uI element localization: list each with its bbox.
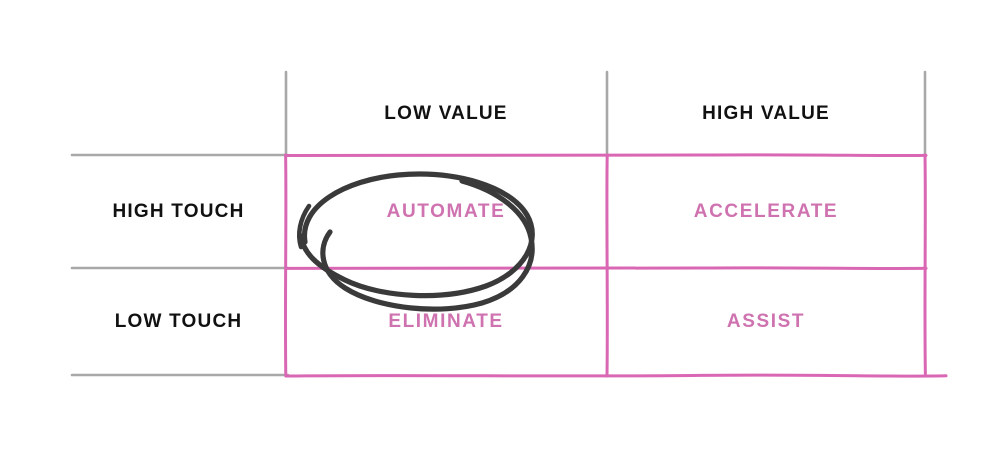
- row-header-high-touch: HIGH TOUCH: [112, 200, 245, 222]
- hand-drawn-circle-annotation: [296, 171, 535, 312]
- grid-lines-gray: [70, 70, 927, 377]
- quadrant-eliminate[interactable]: ELIMINATE: [388, 310, 504, 332]
- circle-stroke-inner: [320, 178, 535, 312]
- quadrant-accelerate[interactable]: ACCELERATE: [693, 200, 839, 222]
- column-header-low-value: LOW VALUE: [384, 102, 508, 124]
- gridline-quad-mid-pink: [284, 266, 928, 270]
- grid-lines-pink: [283, 153, 948, 378]
- quadrant-assist[interactable]: ASSIST: [726, 310, 806, 332]
- column-header-high-value: HIGH VALUE: [702, 102, 830, 124]
- gridline-quad-top-pink: [284, 153, 928, 158]
- quadrant-automate[interactable]: AUTOMATE: [386, 200, 506, 222]
- row-header-low-touch: LOW TOUCH: [114, 310, 243, 332]
- gridline-quad-bottom-pink: [284, 373, 948, 378]
- circle-stroke-tail: [296, 203, 312, 250]
